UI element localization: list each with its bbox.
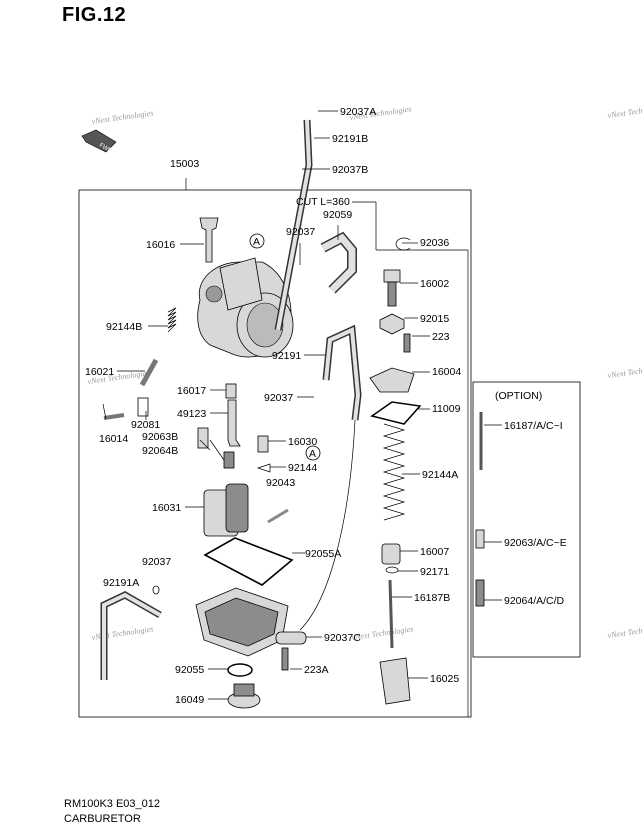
part-label: 92144A [422, 469, 458, 481]
part-label: 92037B [332, 164, 368, 176]
part-label: 92144B [106, 321, 142, 333]
option-jet-92063 [475, 529, 485, 549]
part-label: 92036 [420, 237, 449, 249]
spring-92081 [137, 397, 149, 417]
part-16021 [139, 358, 159, 387]
part-label: 92037 [264, 392, 293, 404]
part-label: 92055 [175, 664, 204, 676]
part-label: 16187B [414, 592, 450, 604]
part-label: 16002 [420, 278, 449, 290]
marker-a-top-label: A [253, 236, 260, 248]
leader-lines [102, 110, 502, 717]
watermark: vNext Technologies [607, 622, 642, 640]
part-label: 223A [304, 664, 329, 676]
part-label: 92015 [420, 313, 449, 325]
spring-92144a [382, 423, 406, 521]
main-assembly-frame [78, 189, 472, 718]
part-label: 16014 [99, 433, 128, 445]
clip-92037 [152, 585, 160, 595]
part-label: 16025 [430, 673, 459, 685]
forward-arrow-icon: FWD [81, 129, 117, 155]
throttle-valve-16025 [379, 657, 411, 705]
part-label: 92171 [420, 566, 449, 578]
part-label: 16049 [175, 694, 204, 706]
part-label: 92064/A/C/D [504, 595, 565, 607]
part-label: 49123 [177, 408, 206, 420]
part-49123 [227, 399, 241, 447]
part-label: 92059 [323, 209, 352, 221]
part-label: 16187/A/C~I [504, 420, 563, 432]
clip-92036 [395, 237, 411, 251]
part-16004 [369, 367, 415, 393]
part-label: 92191 [272, 350, 301, 362]
option-box [472, 381, 581, 658]
part-label: 16030 [288, 436, 317, 448]
part-label: 92191A [103, 577, 139, 589]
needle-16187b [388, 579, 394, 649]
part-label: 92081 [131, 419, 160, 431]
figure-name: CARBURETOR [64, 813, 141, 825]
part-label: 92063/A/C~E [504, 537, 567, 549]
part-labels: 92037A 92191B 92037B 92037 92059 92036 1… [85, 106, 567, 706]
gasket-11009 [370, 401, 422, 425]
nut-92015 [379, 313, 405, 335]
spring-92144b [167, 307, 177, 333]
part-16002 [383, 269, 401, 307]
part-16017 [225, 383, 237, 399]
watermark: vNext Technologies [607, 102, 642, 120]
float-bowl [195, 587, 289, 657]
figure-footer: RM100K3 E03_012 CARBURETOR [64, 797, 160, 827]
part-label: 92043 [266, 477, 295, 489]
marker-a-bottom [305, 445, 321, 461]
part-label: 16031 [152, 502, 181, 514]
cut-note: CUT L=360 [296, 196, 350, 208]
marker-a-bottom-label: A [309, 448, 316, 460]
marker-a-top [249, 233, 265, 249]
part-label: 16007 [420, 546, 449, 558]
option-box-title: (OPTION) [495, 390, 542, 402]
clip-92144 [256, 463, 271, 473]
watermark: vNext Technologies [607, 362, 642, 380]
figure-title: FIG.12 [62, 4, 127, 26]
part-label: 92037A [340, 106, 376, 118]
part-16016 [199, 217, 219, 263]
part-label: 92037 [286, 226, 315, 238]
part-16030 [257, 435, 269, 453]
part-label: 16017 [177, 385, 206, 397]
clip-92171 [385, 566, 399, 574]
part-92064b [197, 427, 209, 449]
gasket-92055a [203, 537, 294, 586]
bracket-92037c [275, 631, 307, 645]
drain-plug-16049 [227, 683, 261, 709]
carburetor-body [197, 257, 294, 358]
pin-92043 [267, 508, 289, 524]
option-jet-92064 [475, 579, 485, 607]
cable-line [299, 419, 356, 631]
part-label: 16016 [146, 239, 175, 251]
part-label: 16004 [432, 366, 461, 378]
part-16014 [103, 413, 125, 420]
part-label: 92191B [332, 133, 368, 145]
main-assembly-label: 15003 [170, 158, 199, 170]
part-label: 92144 [288, 462, 317, 474]
watermark: vNext Technologies [91, 624, 154, 642]
model-code: RM100K3 E03_012 [64, 798, 161, 810]
part-label: 92064B [142, 445, 178, 457]
part-label: 92063B [142, 431, 178, 443]
float-16031 [203, 483, 249, 537]
part-label: 92037C [324, 632, 361, 644]
o-ring-92055 [227, 663, 253, 677]
part-16007 [381, 543, 401, 565]
part-label: 92055A [305, 548, 341, 560]
part-label: 223 [432, 331, 450, 343]
part-label: 11009 [432, 403, 461, 415]
screw-223a [281, 647, 289, 671]
part-label: 16021 [85, 366, 114, 378]
part-92063b [223, 451, 235, 469]
screw-223 [403, 333, 411, 353]
part-label: 92037 [142, 556, 171, 568]
watermark: vNext Technologies [91, 108, 154, 126]
